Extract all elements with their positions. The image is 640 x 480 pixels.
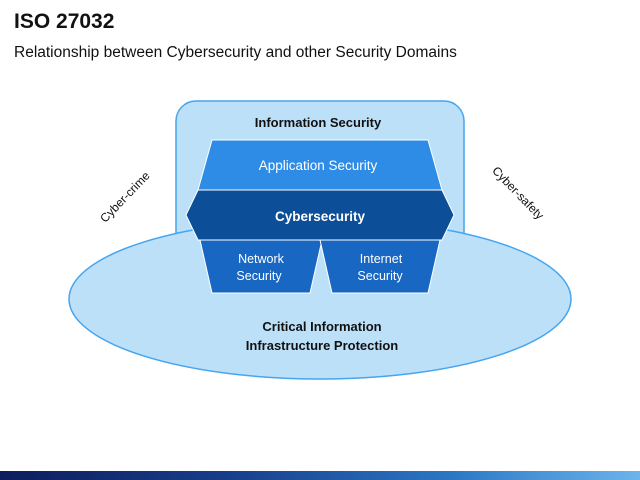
cyber-crime-label: Cyber-crime	[97, 168, 153, 225]
application-security-label: Application Security	[259, 158, 378, 173]
internet-security-shape	[319, 239, 441, 294]
footer-gradient-bar	[0, 471, 640, 480]
information-security-label: Information Security	[255, 115, 382, 130]
internet-security-label-line2: Security	[357, 269, 403, 283]
ciip-label-line2: Infrastructure Protection	[246, 338, 398, 353]
cybersecurity-shape	[185, 189, 455, 241]
network-security-shape	[199, 239, 323, 294]
slide-subtitle: Relationship between Cybersecurity and o…	[14, 44, 457, 61]
ciip-label-line1: Critical Information	[262, 319, 381, 334]
cybersecurity-label: Cybersecurity	[275, 209, 366, 224]
cyber-safety-label: Cyber-safety	[489, 164, 546, 223]
internet-security-label-line1: Internet	[360, 252, 403, 266]
network-security-label-line1: Network	[238, 252, 285, 266]
network-security-label-line2: Security	[236, 269, 282, 283]
slide-title: ISO 27032	[14, 10, 115, 33]
